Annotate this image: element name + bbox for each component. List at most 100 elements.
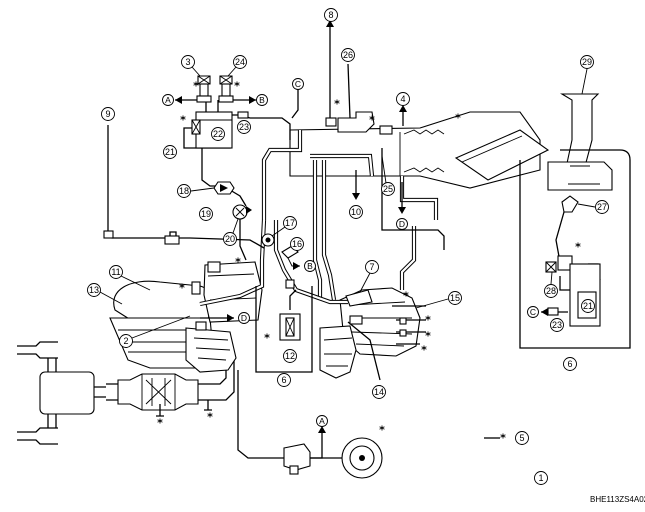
callout-21-left: 21 (163, 145, 177, 159)
callout-25: 25 (381, 182, 395, 196)
callout-12: 12 (283, 349, 297, 363)
callout-10: 10 (349, 205, 363, 219)
connector-a-bottom: A (316, 415, 328, 427)
svg-text:8: 8 (328, 10, 333, 20)
callout-26: 26 (341, 48, 355, 62)
component-26 (337, 111, 375, 133)
svg-text:12: 12 (285, 351, 295, 361)
callout-29: 29 (580, 55, 594, 69)
star-marker: * (234, 80, 240, 93)
star-marker: * (207, 411, 213, 424)
callout-5: 5 (515, 431, 529, 445)
components: * * * * * * * * * * * * * (179, 75, 601, 479)
callout-8: 8 (324, 8, 338, 22)
actuator-lower (283, 443, 311, 471)
exhaust-system: * * (17, 341, 235, 445)
callout-19: 19 (199, 207, 213, 221)
callout-13: 13 (87, 283, 101, 297)
callout-23-bottom: 23 (550, 318, 564, 332)
star-marker: * (403, 290, 409, 303)
callout-14: 14 (372, 385, 386, 399)
callout-1: 1 (534, 471, 548, 485)
callout-3: 3 (181, 55, 195, 69)
svg-text:17: 17 (285, 218, 295, 228)
star-marker: * (425, 314, 431, 327)
svg-text:B: B (259, 95, 265, 105)
star-marker: * (379, 424, 385, 437)
star-marker: * (264, 332, 270, 345)
svg-text:24: 24 (235, 57, 245, 67)
svg-text:29: 29 (582, 57, 592, 67)
svg-text:7: 7 (369, 262, 374, 272)
connector-c-right: C (527, 306, 539, 318)
figure-code: BHE113ZS4A02 (590, 495, 645, 504)
connector-b-top: B (256, 94, 268, 106)
star-marker: * (425, 330, 431, 343)
svg-text:23: 23 (239, 122, 249, 132)
callout-9: 9 (101, 107, 115, 121)
number-callouts: 1 2 3 4 5 6 6 7 8 9 10 11 12 13 14 15 16… (87, 8, 609, 485)
svg-text:D: D (241, 313, 247, 323)
callout-16: 16 (290, 237, 304, 251)
callout-2: 2 (119, 334, 133, 348)
callout-15: 15 (448, 291, 462, 305)
svg-text:22: 22 (213, 129, 223, 139)
callout-28: 28 (544, 284, 558, 298)
svg-text:13: 13 (89, 285, 99, 295)
svg-text:9: 9 (105, 109, 110, 119)
solenoid-valve-24 (218, 75, 234, 103)
svg-text:5: 5 (519, 433, 524, 443)
svg-text:C: C (530, 307, 536, 317)
zone-outlines (255, 149, 631, 373)
air-cleaner (454, 129, 550, 181)
engine-center-body (203, 261, 263, 323)
callout-27: 27 (595, 200, 609, 214)
svg-text:B: B (307, 261, 313, 271)
svg-text:A: A (165, 95, 171, 105)
svg-text:25: 25 (383, 184, 393, 194)
svg-text:D: D (399, 219, 405, 229)
svg-text:11: 11 (111, 267, 120, 277)
svg-text:1: 1 (538, 473, 543, 483)
callout-6-right: 6 (563, 357, 577, 371)
svg-text:21: 21 (583, 301, 593, 311)
callout-24: 24 (233, 55, 247, 69)
svg-text:27: 27 (597, 202, 607, 212)
svg-text:14: 14 (374, 387, 384, 397)
callout-20: 20 (223, 232, 237, 246)
star-marker: * (193, 80, 199, 93)
callout-18: 18 (177, 184, 191, 198)
legend-star: * (500, 432, 506, 445)
svg-text:4: 4 (400, 94, 405, 104)
callout-17: 17 (283, 216, 297, 230)
star-marker: * (334, 98, 340, 111)
svg-text:10: 10 (351, 207, 361, 217)
callout-7: 7 (365, 260, 379, 274)
solenoid-valve-3 (196, 75, 212, 103)
solenoid-28 (557, 255, 573, 271)
svg-text:26: 26 (343, 50, 353, 60)
svg-text:3: 3 (185, 57, 190, 67)
connector-c-top: C (292, 78, 304, 90)
svg-text:6: 6 (281, 375, 286, 385)
svg-text:28: 28 (546, 286, 556, 296)
svg-text:18: 18 (179, 186, 189, 196)
star-marker: * (421, 344, 427, 357)
svg-text:6: 6 (567, 359, 572, 369)
connector-b-mid: B (304, 260, 316, 272)
connector-labels: A B C D B D C A (162, 78, 539, 427)
fitting-2 (191, 281, 201, 295)
svg-text:21: 21 (165, 147, 175, 157)
star-marker: * (157, 417, 163, 430)
star-marker: * (179, 282, 185, 295)
connector-d-mid: D (238, 312, 250, 324)
svg-text:23: 23 (552, 320, 562, 330)
connector-d-top: D (396, 218, 408, 230)
star-marker: * (235, 256, 241, 269)
check-valve-23-lower (547, 307, 559, 316)
component-7 (345, 289, 373, 307)
check-valve-23 (237, 111, 249, 119)
svg-text:16: 16 (292, 239, 302, 249)
svg-text:20: 20 (225, 234, 235, 244)
